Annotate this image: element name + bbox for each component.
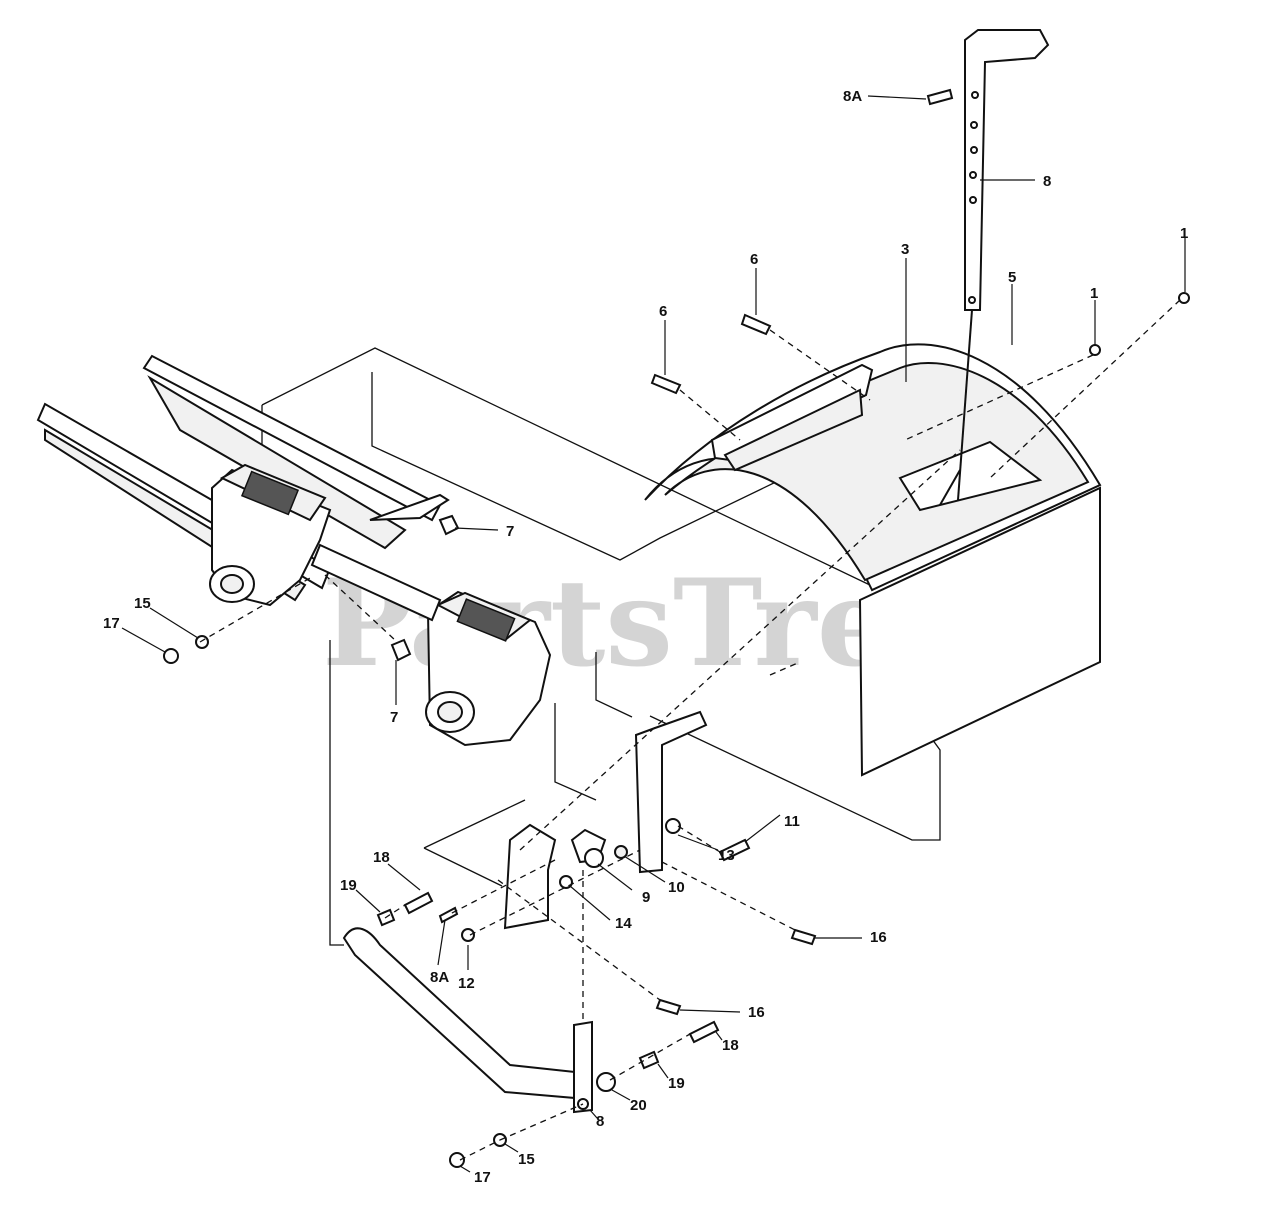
depth-bar-line bbox=[957, 309, 973, 501]
bolt-6-lower bbox=[650, 373, 682, 395]
pin-8a-top bbox=[926, 88, 954, 106]
nut-7-a bbox=[438, 514, 460, 536]
callout-8a-bottom: 8A bbox=[430, 969, 449, 986]
bearing-housing-right bbox=[425, 590, 552, 747]
bolt-1-mid bbox=[1089, 344, 1101, 356]
bolt-11 bbox=[718, 838, 751, 862]
callout-15-a: 15 bbox=[134, 595, 151, 612]
leader-lines bbox=[121, 95, 1186, 1173]
callout-10: 10 bbox=[668, 879, 685, 896]
callout-6-a: 6 bbox=[750, 251, 758, 268]
bolt-1-right bbox=[1178, 292, 1190, 304]
callout-8-top: 8 bbox=[1043, 173, 1051, 190]
washer-12 bbox=[461, 928, 475, 942]
callout-8a-top: 8A bbox=[843, 88, 862, 105]
callout-20: 20 bbox=[630, 1097, 647, 1114]
spacer-19-b bbox=[638, 1050, 660, 1070]
callout-19-a: 19 bbox=[340, 877, 357, 894]
callout-16-a: 16 bbox=[870, 929, 887, 946]
nut-7-b bbox=[390, 638, 412, 662]
callout-6-b: 6 bbox=[659, 303, 667, 320]
callout-12: 12 bbox=[458, 975, 475, 992]
lift-lever bbox=[342, 927, 616, 1114]
callout-9: 9 bbox=[642, 889, 650, 906]
shield-bracket bbox=[710, 363, 874, 462]
callout-3: 3 bbox=[901, 241, 909, 258]
bolt-6-upper bbox=[740, 313, 772, 336]
callout-15-b: 15 bbox=[518, 1151, 535, 1168]
left-rail-inner bbox=[142, 354, 450, 550]
lift-bracket bbox=[503, 710, 708, 930]
callout-1-right: 1 bbox=[1180, 225, 1188, 242]
callout-18-b: 18 bbox=[722, 1037, 739, 1054]
pin-8a-bottom bbox=[438, 906, 459, 924]
bolt-18-b bbox=[688, 1020, 720, 1044]
callout-14: 14 bbox=[615, 915, 632, 932]
callout-8-bottom: 8 bbox=[596, 1113, 604, 1130]
callout-7-b: 7 bbox=[390, 709, 398, 726]
bolt-16-a bbox=[790, 928, 817, 946]
bolt-16-b bbox=[655, 998, 682, 1016]
callout-17-b: 17 bbox=[474, 1169, 491, 1186]
callout-16-b: 16 bbox=[748, 1004, 765, 1021]
shield-bracket-face bbox=[723, 388, 864, 472]
depth-bar bbox=[964, 29, 1050, 311]
callout-5: 5 bbox=[1008, 269, 1016, 286]
callout-11: 11 bbox=[784, 813, 800, 830]
nut-17-b bbox=[449, 1152, 465, 1168]
axle-shaft bbox=[310, 543, 442, 622]
part-labels: 8A 8 1 1 5 3 6 6 7 7 15 17 11 13 18 19 1… bbox=[103, 88, 1188, 1186]
callout-19-b: 19 bbox=[668, 1075, 685, 1092]
tine-shield bbox=[644, 343, 1102, 777]
callout-1-mid: 1 bbox=[1090, 285, 1098, 302]
assembly-lines bbox=[199, 299, 1181, 1161]
bolt-18-a bbox=[403, 891, 434, 915]
callout-17-a: 17 bbox=[103, 615, 120, 632]
callout-18-a: 18 bbox=[373, 849, 390, 866]
nut-17-a bbox=[163, 648, 179, 664]
bearing-housing-left bbox=[209, 463, 332, 607]
callout-13: 13 bbox=[718, 847, 735, 864]
callout-7-a: 7 bbox=[506, 523, 514, 540]
